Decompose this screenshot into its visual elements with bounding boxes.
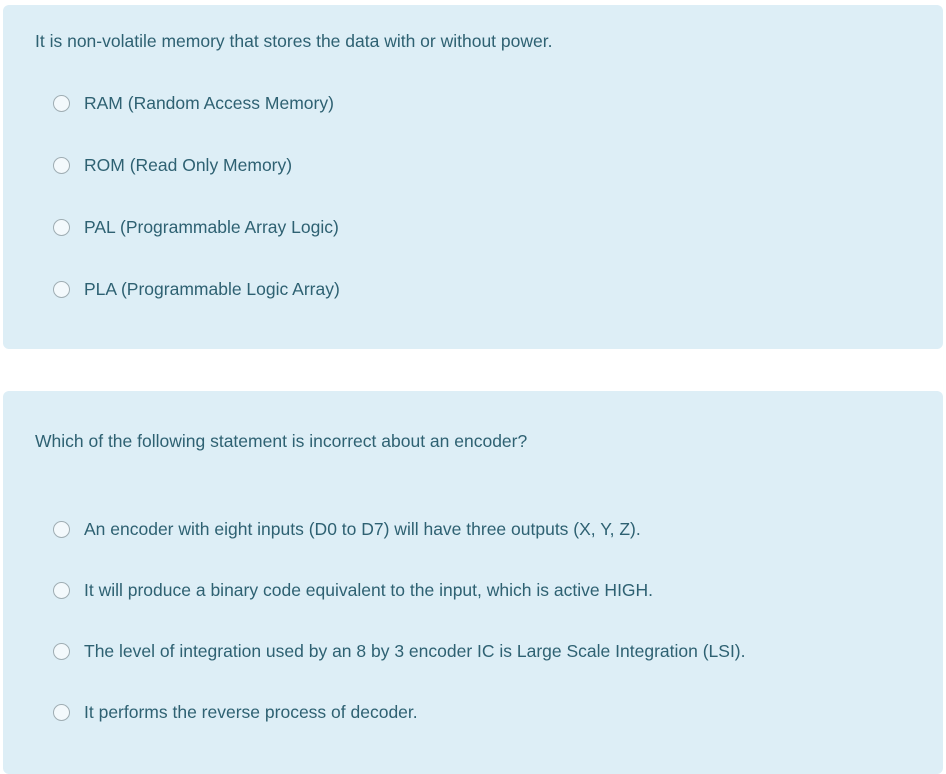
question-card-2: Which of the following statement is inco… <box>3 391 943 774</box>
question-1-text: It is non-volatile memory that stores th… <box>35 31 553 51</box>
radio-button[interactable] <box>53 218 70 236</box>
option-label: It performs the reverse process of decod… <box>84 702 418 722</box>
radio-button[interactable] <box>53 703 70 721</box>
option-label: It will produce a binary code equivalent… <box>84 580 654 600</box>
radio-button[interactable] <box>53 156 70 174</box>
option-row-rom[interactable]: ROM (Read Only Memory) <box>53 153 911 177</box>
option-row-ram[interactable]: RAM (Random Access Memory) <box>53 91 911 115</box>
option-row-pla[interactable]: PLA (Programmable Logic Array) <box>53 277 911 301</box>
radio-button[interactable] <box>53 520 70 538</box>
radio-button[interactable] <box>53 280 70 298</box>
radio-button[interactable] <box>53 94 70 112</box>
option-label: PAL (Programmable Array Logic) <box>84 217 339 237</box>
question-1-options: RAM (Random Access Memory) ROM (Read Onl… <box>35 91 911 301</box>
option-row-binary-code[interactable]: It will produce a binary code equivalent… <box>53 578 911 602</box>
option-row-encoder-outputs[interactable]: An encoder with eight inputs (D0 to D7) … <box>53 517 911 541</box>
option-label: PLA (Programmable Logic Array) <box>84 279 340 299</box>
quiz-page: It is non-volatile memory that stores th… <box>0 5 946 774</box>
question-2-options: An encoder with eight inputs (D0 to D7) … <box>35 517 911 724</box>
option-row-lsi[interactable]: The level of integration used by an 8 by… <box>53 639 911 663</box>
option-label: ROM (Read Only Memory) <box>84 155 293 175</box>
question-2-text: Which of the following statement is inco… <box>35 431 528 451</box>
question-card-1: It is non-volatile memory that stores th… <box>3 5 943 349</box>
radio-button[interactable] <box>53 581 70 599</box>
option-row-pal[interactable]: PAL (Programmable Array Logic) <box>53 215 911 239</box>
option-label: RAM (Random Access Memory) <box>84 93 334 113</box>
option-label: The level of integration used by an 8 by… <box>84 641 746 661</box>
option-row-reverse-decoder[interactable]: It performs the reverse process of decod… <box>53 700 911 724</box>
option-label: An encoder with eight inputs (D0 to D7) … <box>84 519 641 539</box>
radio-button[interactable] <box>53 642 70 660</box>
